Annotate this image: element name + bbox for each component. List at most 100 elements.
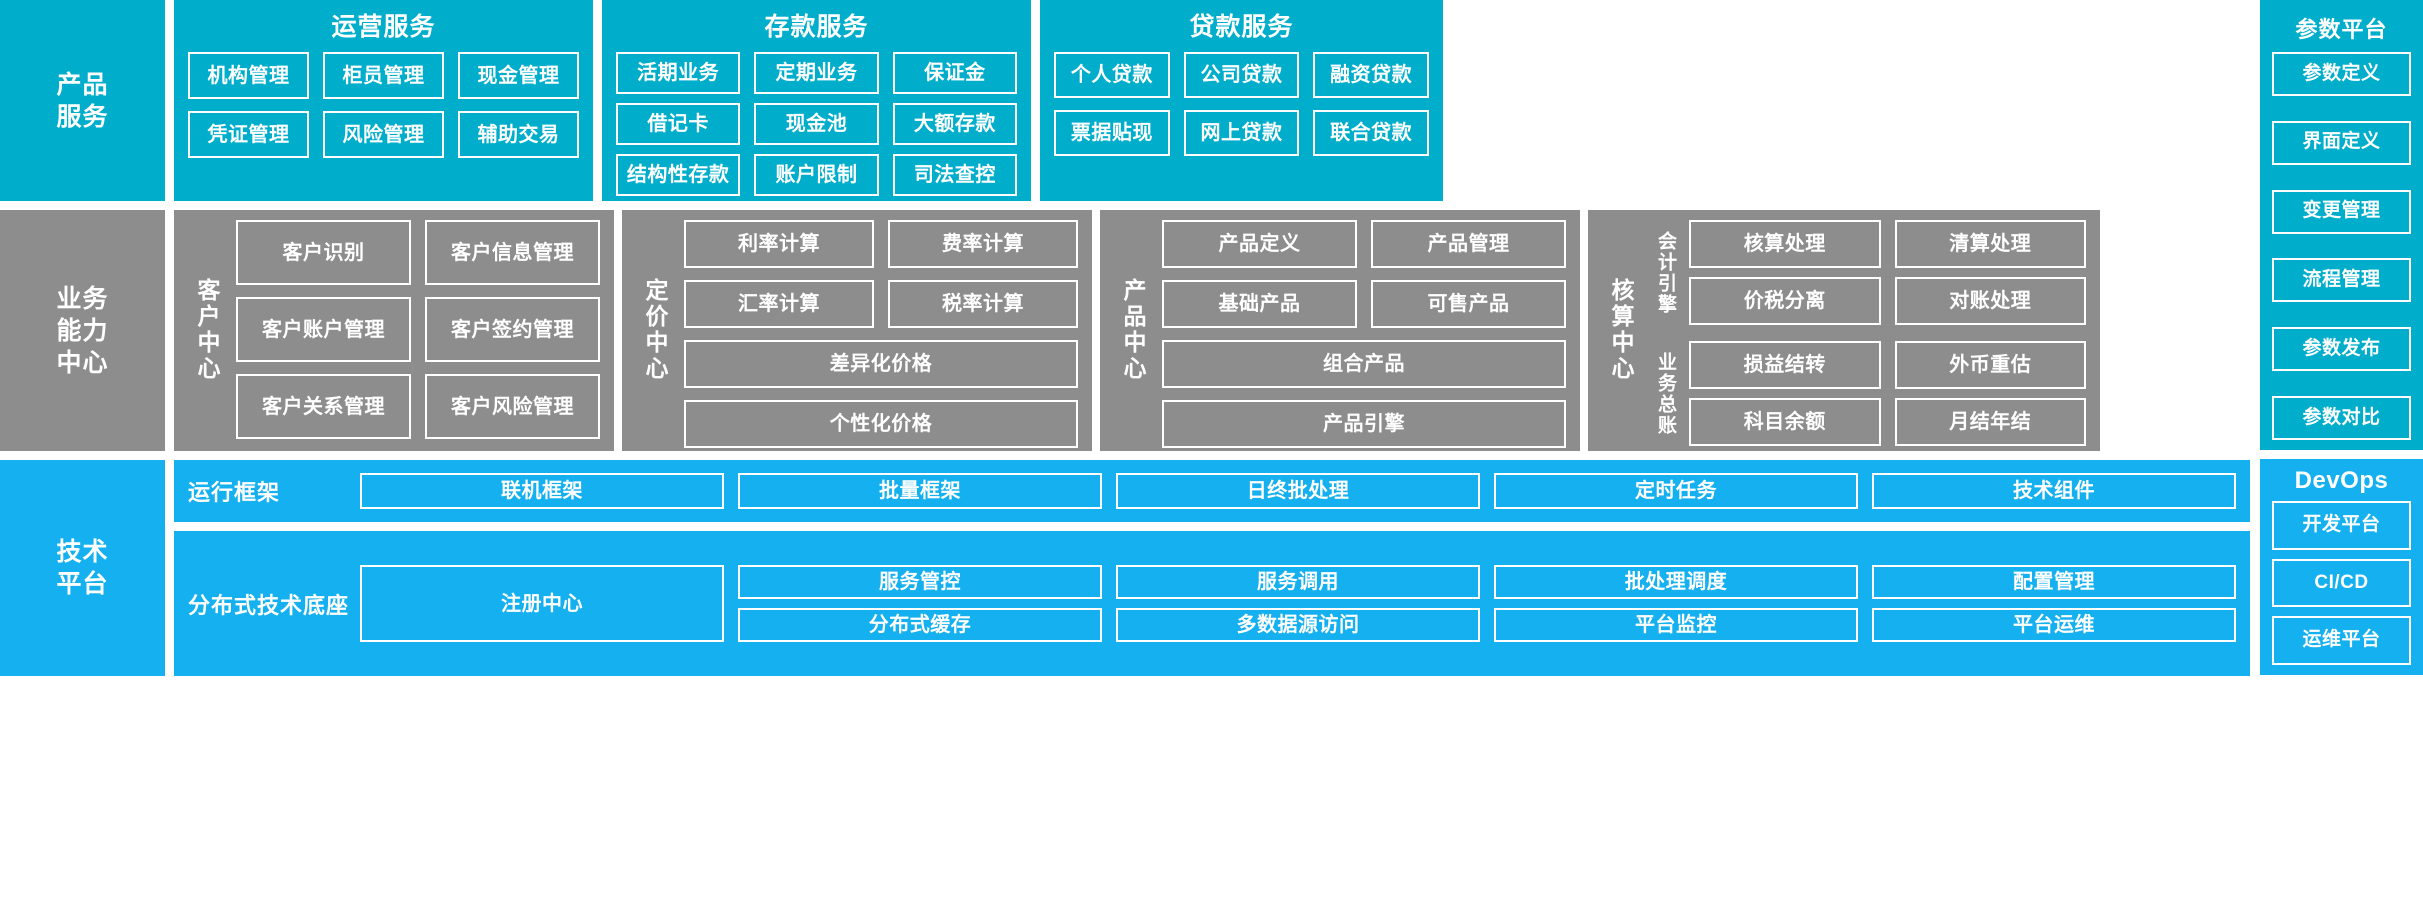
param-platform-item[interactable]: 流程管理 [2272,258,2411,303]
capability-tile[interactable]: 费率计算 [888,220,1078,268]
param-platform-item[interactable]: 参数发布 [2272,327,2411,372]
param-platform-item[interactable]: 参数定义 [2272,52,2411,96]
service-tile[interactable]: 账户限制 [754,154,879,196]
capability-tile[interactable]: 可售产品 [1371,280,1566,328]
service-tile[interactable]: 保证金 [892,52,1017,94]
capability-center-accounting: 核算中心 会计引擎 核算处理 清算处理 价税分离 对账处理 [1588,210,2100,451]
capability-tile[interactable]: 客户签约管理 [425,297,600,362]
capability-tile[interactable]: 客户账户管理 [236,297,411,362]
tech-tile[interactable]: 批量框架 [738,473,1102,509]
service-group-deposit: 存款服务 活期业务 定期业务 保证金 借记卡 现金池 大额存款 结构性存款 账户… [602,0,1031,201]
service-tile[interactable]: 网上贷款 [1183,110,1300,156]
capability-tile[interactable]: 客户风险管理 [425,374,600,439]
service-tile[interactable]: 柜员管理 [323,52,444,99]
devops-item[interactable]: CI/CD [2272,558,2411,608]
capability-tile-wide[interactable]: 个性化价格 [684,400,1078,448]
service-tile[interactable]: 联合贷款 [1313,110,1429,156]
service-tile[interactable]: 票据贴现 [1054,110,1170,156]
service-tile[interactable]: 辅助交易 [458,111,579,158]
main-layers-area: 产品 服务 运营服务 机构管理 柜员管理 现金管理 凭证管理 风险管理 辅助交易 [0,0,2250,676]
service-tile[interactable]: 公司贷款 [1183,52,1300,98]
product-service-groups: 运营服务 机构管理 柜员管理 现金管理 凭证管理 风险管理 辅助交易 存款服务 … [174,0,2250,201]
service-tile[interactable]: 融资贷款 [1313,52,1429,98]
tech-tile[interactable]: 平台运维 [1872,608,2236,642]
param-platform-title: 参数平台 [2295,17,2388,42]
capability-tile-wide[interactable]: 产品引擎 [1162,400,1566,448]
service-tile[interactable]: 现金管理 [458,52,579,99]
capability-tile[interactable]: 基础产品 [1162,280,1357,328]
capability-center-name: 定价中心 [642,277,668,382]
capability-center-product: 产品中心 产品定义 产品管理 基础产品 可售产品 组合产品 产品引擎 [1100,210,1580,451]
layer-business-capability: 业务 能力 中心 客户中心 客户识别 客户信息管理 客户账户管理 客户签约管理 … [0,210,2250,451]
tech-tile-registry[interactable]: 注册中心 [360,565,724,642]
tech-tile[interactable]: 定时任务 [1494,473,1858,509]
devops-item[interactable]: 开发平台 [2272,501,2411,550]
tech-tile[interactable]: 服务调用 [1116,565,1480,599]
capability-tile[interactable]: 损益结转 [1689,341,1881,389]
param-platform-panel: 参数平台 参数定义 界面定义 变更管理 流程管理 参数发布 参数对比 [2260,0,2423,450]
devops-item[interactable]: 运维平台 [2272,616,2411,666]
capability-tile[interactable]: 产品定义 [1162,220,1357,268]
service-group-operations: 运营服务 机构管理 柜员管理 现金管理 凭证管理 风险管理 辅助交易 [174,0,593,201]
service-tile[interactable]: 结构性存款 [616,154,741,196]
devops-panel: DevOps 开发平台 CI/CD 运维平台 [2260,459,2423,675]
layer-label-business-capability: 业务 能力 中心 [0,210,165,451]
tech-tile[interactable]: 配置管理 [1872,565,2236,599]
tech-tile[interactable]: 技术组件 [1872,473,2236,509]
tech-tile[interactable]: 平台监控 [1494,608,1858,642]
layer-label-line-3: 中心 [56,348,109,377]
param-platform-item[interactable]: 变更管理 [2272,189,2411,234]
service-group-title: 运营服务 [331,13,436,41]
capability-tile[interactable]: 价税分离 [1689,277,1881,325]
service-group-loan: 贷款服务 个人贷款 公司贷款 融资贷款 票据贴现 网上贷款 联合贷款 [1040,0,1443,201]
capability-tile[interactable]: 客户识别 [236,220,411,285]
accounting-sub-block-name: 会计引擎 [1655,230,1676,315]
capability-tile-wide[interactable]: 组合产品 [1162,340,1566,388]
capability-tile[interactable]: 清算处理 [1894,220,2086,268]
layer-product-service: 产品 服务 运营服务 机构管理 柜员管理 现金管理 凭证管理 风险管理 辅助交易 [0,0,2250,201]
accounting-sub-block-ledger: 业务总账 损益结转 外币重估 科目余额 月结年结 [1648,341,2086,446]
layer-label-line-1: 业务 [56,284,109,313]
param-platform-item[interactable]: 界面定义 [2272,120,2411,165]
tech-tile[interactable]: 日终批处理 [1116,473,1480,509]
service-tile[interactable]: 凭证管理 [188,111,309,158]
param-platform-item[interactable]: 参数对比 [2272,395,2411,440]
tech-tile[interactable]: 服务管控 [738,565,1102,599]
layer-label-line-2: 能力 [56,316,109,345]
capability-tile[interactable]: 核算处理 [1689,220,1881,268]
service-tile[interactable]: 司法查控 [892,154,1017,196]
capability-center-name: 核算中心 [1608,277,1634,382]
capability-tile[interactable]: 税率计算 [888,280,1078,328]
layer-label-line-1: 产品 [56,70,109,99]
service-tile[interactable]: 大额存款 [892,103,1017,145]
tech-band-name: 运行框架 [188,480,281,505]
tech-tile[interactable]: 多数据源访问 [1116,608,1480,642]
layer-technical-platform: 技术 平台 运行框架 联机框架 批量框架 日终批处理 定时任务 技术组件 [0,460,2250,676]
service-tile[interactable]: 机构管理 [188,52,309,99]
capability-tile[interactable]: 外币重估 [1894,341,2086,389]
service-tile[interactable]: 个人贷款 [1054,52,1170,98]
capability-center-customer: 客户中心 客户识别 客户信息管理 客户账户管理 客户签约管理 客户关系管理 客户… [174,210,614,451]
capability-tile-wide[interactable]: 差异化价格 [684,340,1078,388]
capability-tile[interactable]: 产品管理 [1371,220,1566,268]
capability-tile[interactable]: 月结年结 [1894,398,2086,446]
service-tile[interactable]: 活期业务 [616,52,741,94]
tech-tile[interactable]: 批处理调度 [1494,565,1858,599]
capability-tile[interactable]: 汇率计算 [684,280,874,328]
technical-platform-bands: 运行框架 联机框架 批量框架 日终批处理 定时任务 技术组件 分布式技术底座 注… [174,460,2250,676]
service-tile[interactable]: 借记卡 [616,103,741,145]
capability-center-name: 客户中心 [194,277,220,382]
capability-tile[interactable]: 对账处理 [1894,277,2086,325]
service-tile[interactable]: 风险管理 [323,111,444,158]
layer-label-technical-platform: 技术 平台 [0,460,165,676]
tech-tile[interactable]: 联机框架 [360,473,724,509]
capability-tile[interactable]: 客户关系管理 [236,374,411,439]
capability-tile[interactable]: 科目余额 [1689,398,1881,446]
capability-center-pricing: 定价中心 利率计算 费率计算 汇率计算 税率计算 差异化价格 个性化价格 [622,210,1092,451]
service-tile[interactable]: 现金池 [754,103,879,145]
tech-tile[interactable]: 分布式缓存 [738,608,1102,642]
capability-tile[interactable]: 客户信息管理 [425,220,600,285]
layer-label-line-2: 平台 [56,570,109,598]
service-tile[interactable]: 定期业务 [754,52,879,94]
capability-tile[interactable]: 利率计算 [684,220,874,268]
